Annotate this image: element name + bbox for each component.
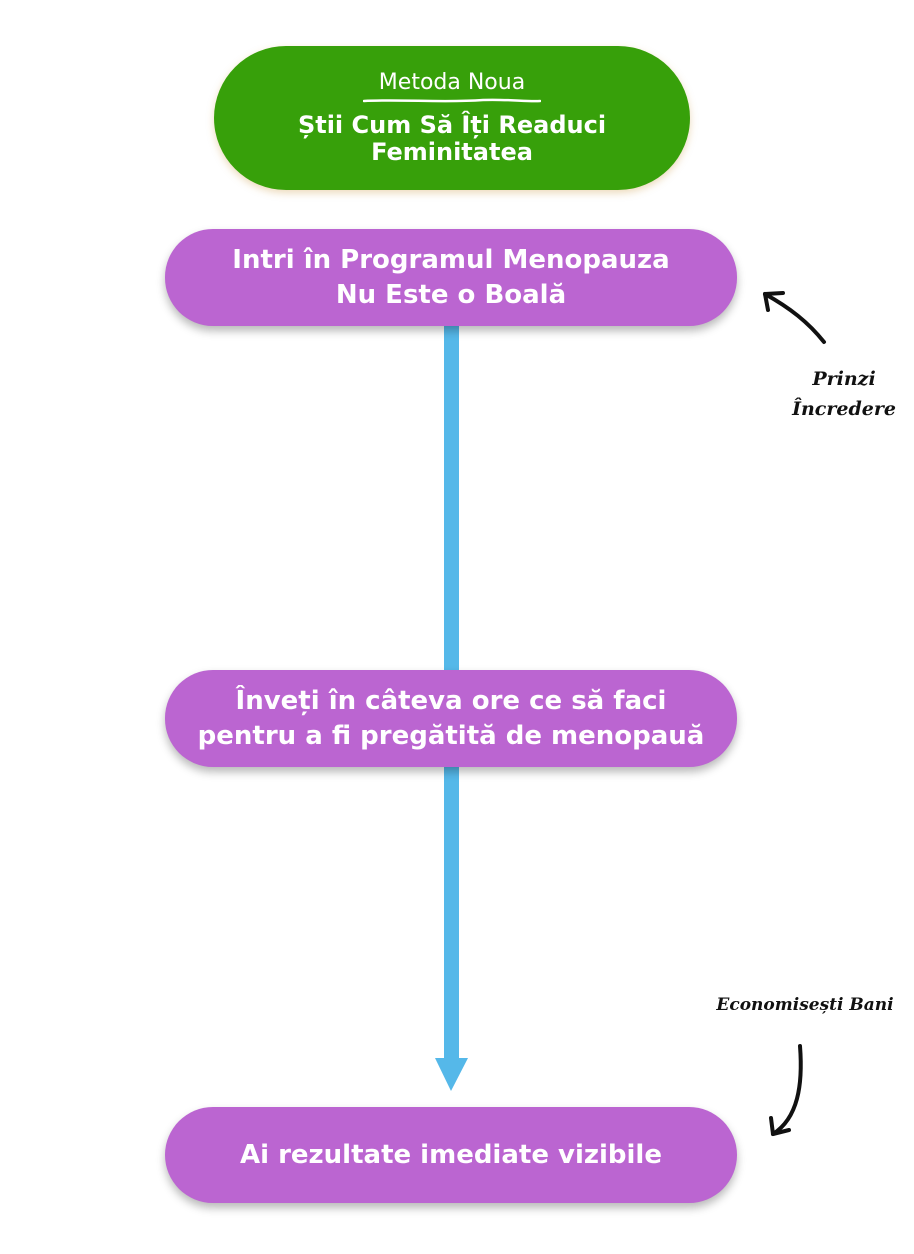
header-eyebrow: Metoda Noua — [378, 70, 526, 95]
header-title: Știi Cum Să Îți Readuci Feminitatea — [297, 111, 607, 166]
step-1-box: Intri în Programul Menopauza Nu Este o B… — [165, 229, 737, 326]
hand-drawn-arrow-icon — [763, 291, 826, 344]
step-2-line-2: pentru a fi pregătită de menopauă — [197, 720, 705, 751]
step-2-line-1: Înveți în câteva ore ce să faci — [235, 685, 667, 716]
step-2-box: Înveți în câteva ore ce să faci pentru a… — [165, 670, 737, 767]
hand-drawn-arrow-icon — [769, 1044, 803, 1136]
annotation-confidence: Prinzi Încredere — [786, 364, 902, 424]
annotation-savings-line-1: Economisești Bani — [716, 995, 894, 1015]
step-1-line-1: Intri în Programul Menopauza — [232, 244, 670, 275]
underline-brush-icon — [363, 98, 541, 103]
arrow-down-icon — [435, 1058, 468, 1091]
step-3-line-1: Ai rezultate imediate vizibile — [240, 1139, 662, 1170]
annotation-confidence-line-2: Încredere — [792, 398, 896, 420]
annotation-confidence-line-1: Prinzi — [812, 368, 876, 390]
step-3-box: Ai rezultate imediate vizibile — [165, 1107, 737, 1203]
step-1-line-2: Nu Este o Boală — [335, 279, 567, 310]
annotation-savings: Economisești Bani — [700, 990, 910, 1020]
method-header: Metoda Noua Știi Cum Să Îți Readuci Femi… — [214, 46, 690, 190]
